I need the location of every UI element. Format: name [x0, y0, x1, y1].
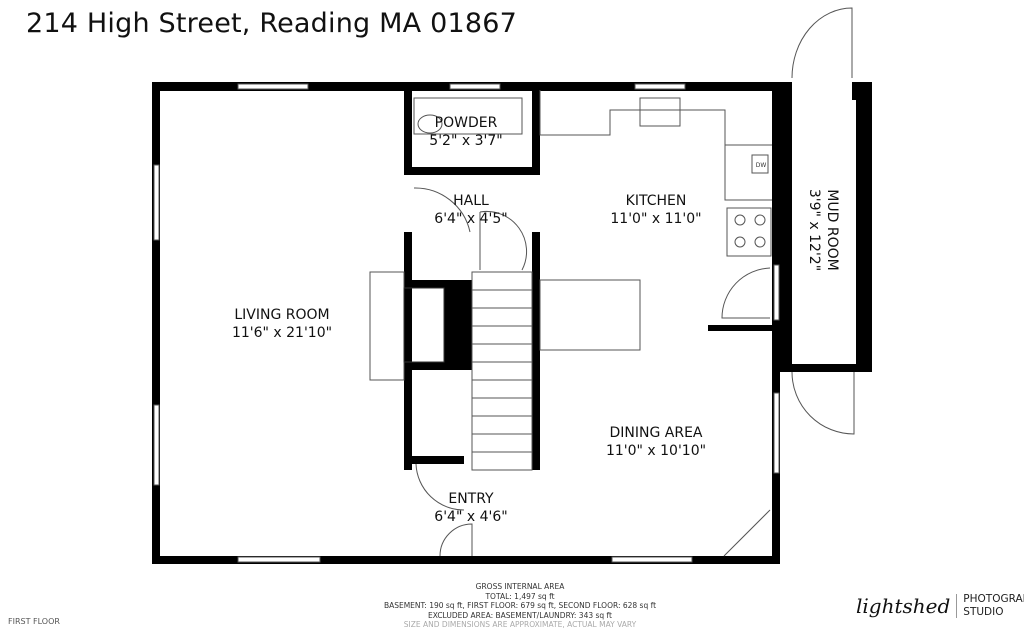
room-size-hall: 6'4" x 4'5"	[434, 211, 507, 227]
walls	[152, 82, 872, 564]
room-name-mud-room: MUD ROOM	[824, 189, 840, 270]
room-size-entry: 6'4" x 4'6"	[434, 509, 507, 525]
logo-line1: PHOTOGRAPHY	[963, 593, 1024, 605]
room-name-dining-area: DINING AREA	[609, 425, 702, 441]
dishwasher-label: DW	[756, 162, 767, 169]
page-title: 214 High Street, Reading MA 01867	[26, 8, 517, 39]
logo-script: lightshed	[856, 594, 958, 618]
area-summary: GROSS INTERNAL AREA TOTAL: 1,497 sq ft B…	[380, 582, 660, 630]
room-size-living-room: 11'6" x 21'10"	[232, 325, 332, 341]
room-name-entry: ENTRY	[448, 491, 494, 507]
area-heading: GROSS INTERNAL AREA	[475, 582, 565, 591]
area-excluded: EXCLUDED AREA: BASEMENT/LAUNDRY: 343 sq …	[427, 610, 612, 620]
room-size-powder: 5'2" x 3'7"	[429, 133, 502, 149]
room-name-living-room: LIVING ROOM	[234, 307, 329, 323]
room-size-mud-room: 3'9" x 12'2"	[806, 189, 822, 271]
fixtures	[153, 7, 855, 563]
area-breakdown: BASEMENT: 190 sq ft, FIRST FLOOR: 679 sq…	[383, 601, 657, 610]
room-name-hall: HALL	[453, 193, 489, 209]
logo-line2: STUDIO	[963, 606, 1004, 618]
studio-logo: lightshed PHOTOGRAPHY STUDIO	[856, 593, 1024, 619]
room-name-powder: POWDER	[435, 115, 498, 131]
room-size-kitchen: 11'0" x 11'0"	[610, 211, 701, 227]
room-size-dining-area: 11'0" x 10'10"	[606, 443, 706, 459]
room-name-kitchen: KITCHEN	[626, 193, 687, 209]
area-disclaimer: SIZE AND DIMENSIONS ARE APPROXIMATE, ACT…	[403, 620, 637, 629]
area-total: TOTAL: 1,497 sq ft	[485, 591, 555, 601]
floor-label: FIRST FLOOR	[8, 617, 60, 626]
